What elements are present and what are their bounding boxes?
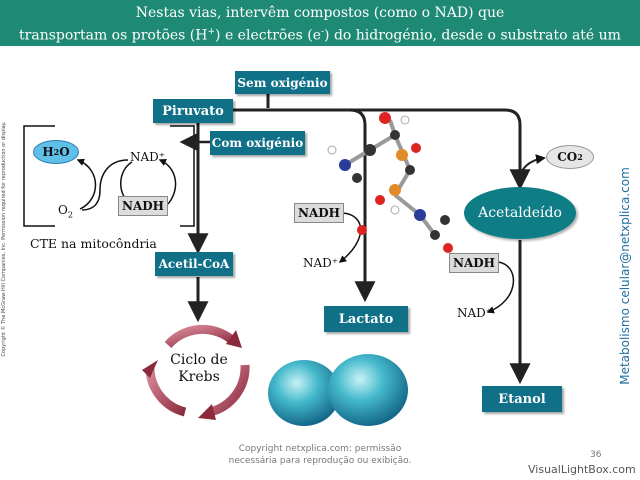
copyright-mcgraw-side: Copyright © The McGraw-Hill Companies, I… — [1, 121, 7, 357]
etanol-nad-plus: NAD⁺ — [457, 306, 493, 320]
krebs-cycle-arrows — [142, 324, 250, 420]
acetaldeido-ellipse: Acetaldeído — [464, 187, 576, 239]
lactato-nad-plus: NAD⁺ — [303, 256, 339, 270]
cte-nad-plus: NAD⁺ — [130, 150, 166, 164]
cte-o2-label: O2 — [58, 203, 73, 220]
arrow-to-co2 — [519, 154, 546, 181]
yeast-cells-image — [268, 354, 408, 426]
cte-nadh-box: NADH — [118, 196, 168, 216]
netxplica-side-label: Metabolismo celular@netxplica.com — [618, 167, 632, 385]
header-banner: Nestas vias, intervêm compostos (como o … — [0, 0, 640, 63]
header-line-2: transportam os protões (H+) e electrões … — [19, 27, 621, 63]
cte-frame — [23, 125, 55, 227]
header-line-1: Nestas vias, intervêm compostos (como o … — [135, 5, 505, 21]
lactato-nadh-box: NADH — [294, 203, 344, 223]
com-oxigenio-box: Com oxigénio — [210, 131, 305, 155]
lactato-box: Lactato — [324, 306, 408, 332]
arrow-to-acetaldeido — [345, 108, 531, 191]
etanol-nadh-box: NADH — [449, 253, 499, 273]
cte-arrow-o2-h2o — [76, 158, 97, 210]
sem-oxigenio-box: Sem oxigénio — [235, 71, 330, 94]
page-number: 36 — [590, 450, 602, 460]
cte-frame-right — [170, 125, 195, 227]
cte-caption: CTE na mitocôndria — [30, 236, 157, 251]
nad-molecule-icon — [327, 112, 453, 253]
watermark-text[interactable]: VisualLightBox.com — [528, 463, 636, 476]
etanol-box: Etanol — [482, 386, 562, 412]
cte-arrow-nad — [158, 159, 177, 205]
cte-arrow-to-h2o — [81, 159, 129, 211]
piruvato-box: Piruvato — [153, 99, 233, 123]
krebs-label: Ciclo de Krebs — [170, 352, 228, 385]
arrow-etanol-nadh — [486, 261, 514, 314]
footer-copyright: Copyright netxplica.com: permissão neces… — [228, 444, 412, 466]
acetil-coa-box: Acetil-CoA — [155, 252, 233, 276]
